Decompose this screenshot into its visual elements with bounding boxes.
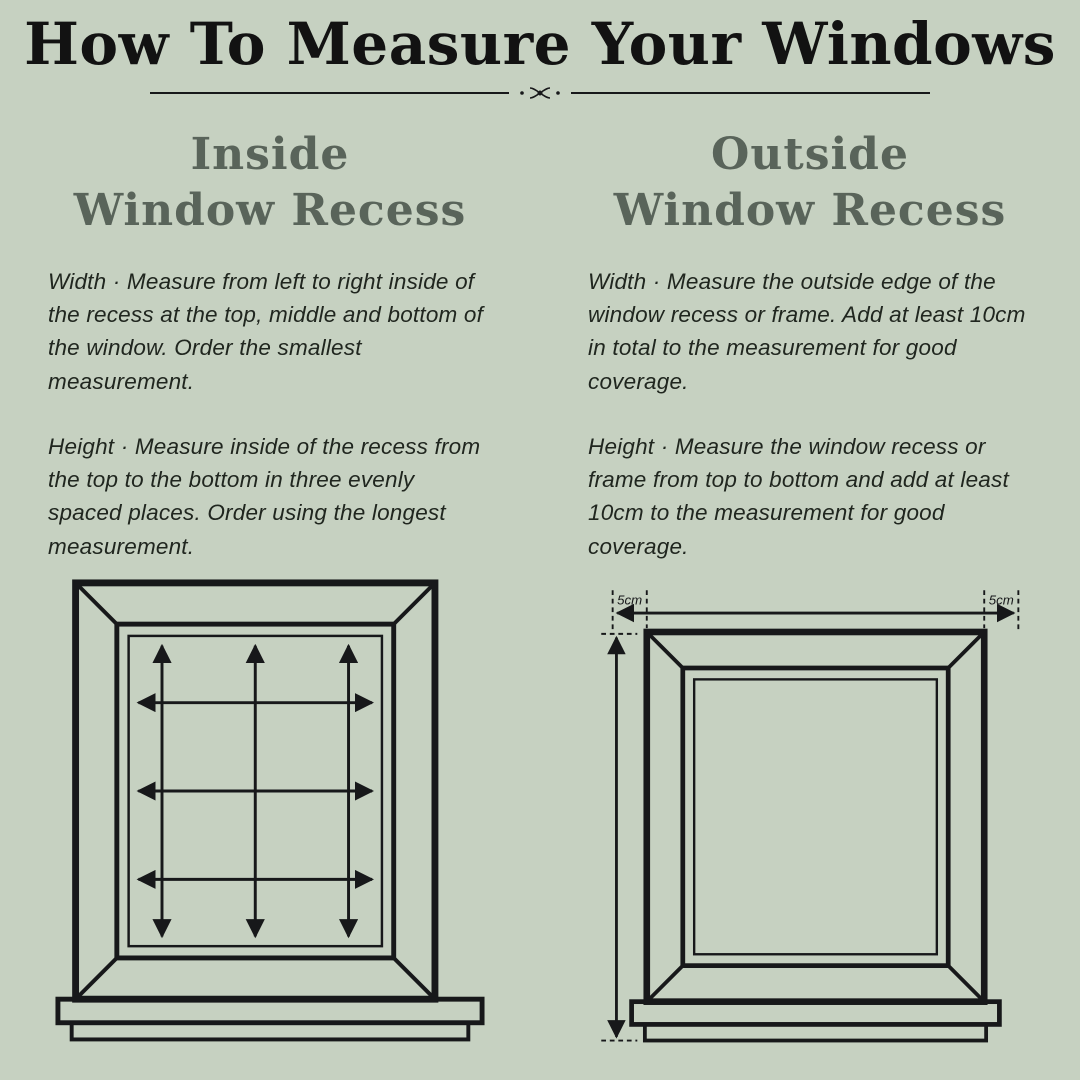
outside-diagram-container: 5cm 5cm <box>588 577 1032 1075</box>
inside-width-instructions: Width · Measure from left to right insid… <box>48 268 484 394</box>
inside-diagram-container <box>48 577 492 1073</box>
divider-ornament <box>509 85 571 101</box>
outside-heading-line2: Window Recess <box>613 184 1007 236</box>
page-title: How To Measure Your Windows <box>24 10 1056 78</box>
inside-heading: Inside Window Recess <box>48 127 492 239</box>
window-sill <box>55 996 485 1042</box>
outside-height-instructions: Height · Measure the window recess or fr… <box>588 433 1009 559</box>
left-overhang-label: 5cm <box>617 593 642 608</box>
window-sill <box>629 999 1002 1043</box>
outside-window-diagram: 5cm 5cm <box>601 590 1020 1043</box>
inside-window-diagram <box>55 579 485 1042</box>
outside-width-instructions: Width · Measure the outside edge of the … <box>588 268 1026 394</box>
inside-height-instructions: Height · Measure inside of the recess fr… <box>48 433 481 559</box>
inside-measure-arrows <box>136 643 375 939</box>
content-columns: Inside Window Recess Width · Measure fro… <box>0 105 1080 1075</box>
inside-heading-line1: Inside <box>190 128 350 180</box>
window-frame <box>643 628 988 1005</box>
outside-measure-arrows <box>607 603 1016 1039</box>
overhang-labels: 5cm 5cm <box>617 593 1014 608</box>
divider-line-right <box>571 91 930 94</box>
outside-heading: Outside Window Recess <box>588 127 1032 239</box>
divider-ornament-icon <box>520 87 560 99</box>
right-overhang-label: 5cm <box>989 593 1014 608</box>
inside-heading-line2: Window Recess <box>73 184 467 236</box>
inside-recess-section: Inside Window Recess Width · Measure fro… <box>0 105 540 1075</box>
outside-recess-section: Outside Window Recess Width · Measure th… <box>540 105 1080 1075</box>
title-divider <box>150 85 930 101</box>
outside-heading-line1: Outside <box>711 128 909 180</box>
window-frame <box>72 579 439 1003</box>
divider-line-left <box>150 91 509 94</box>
